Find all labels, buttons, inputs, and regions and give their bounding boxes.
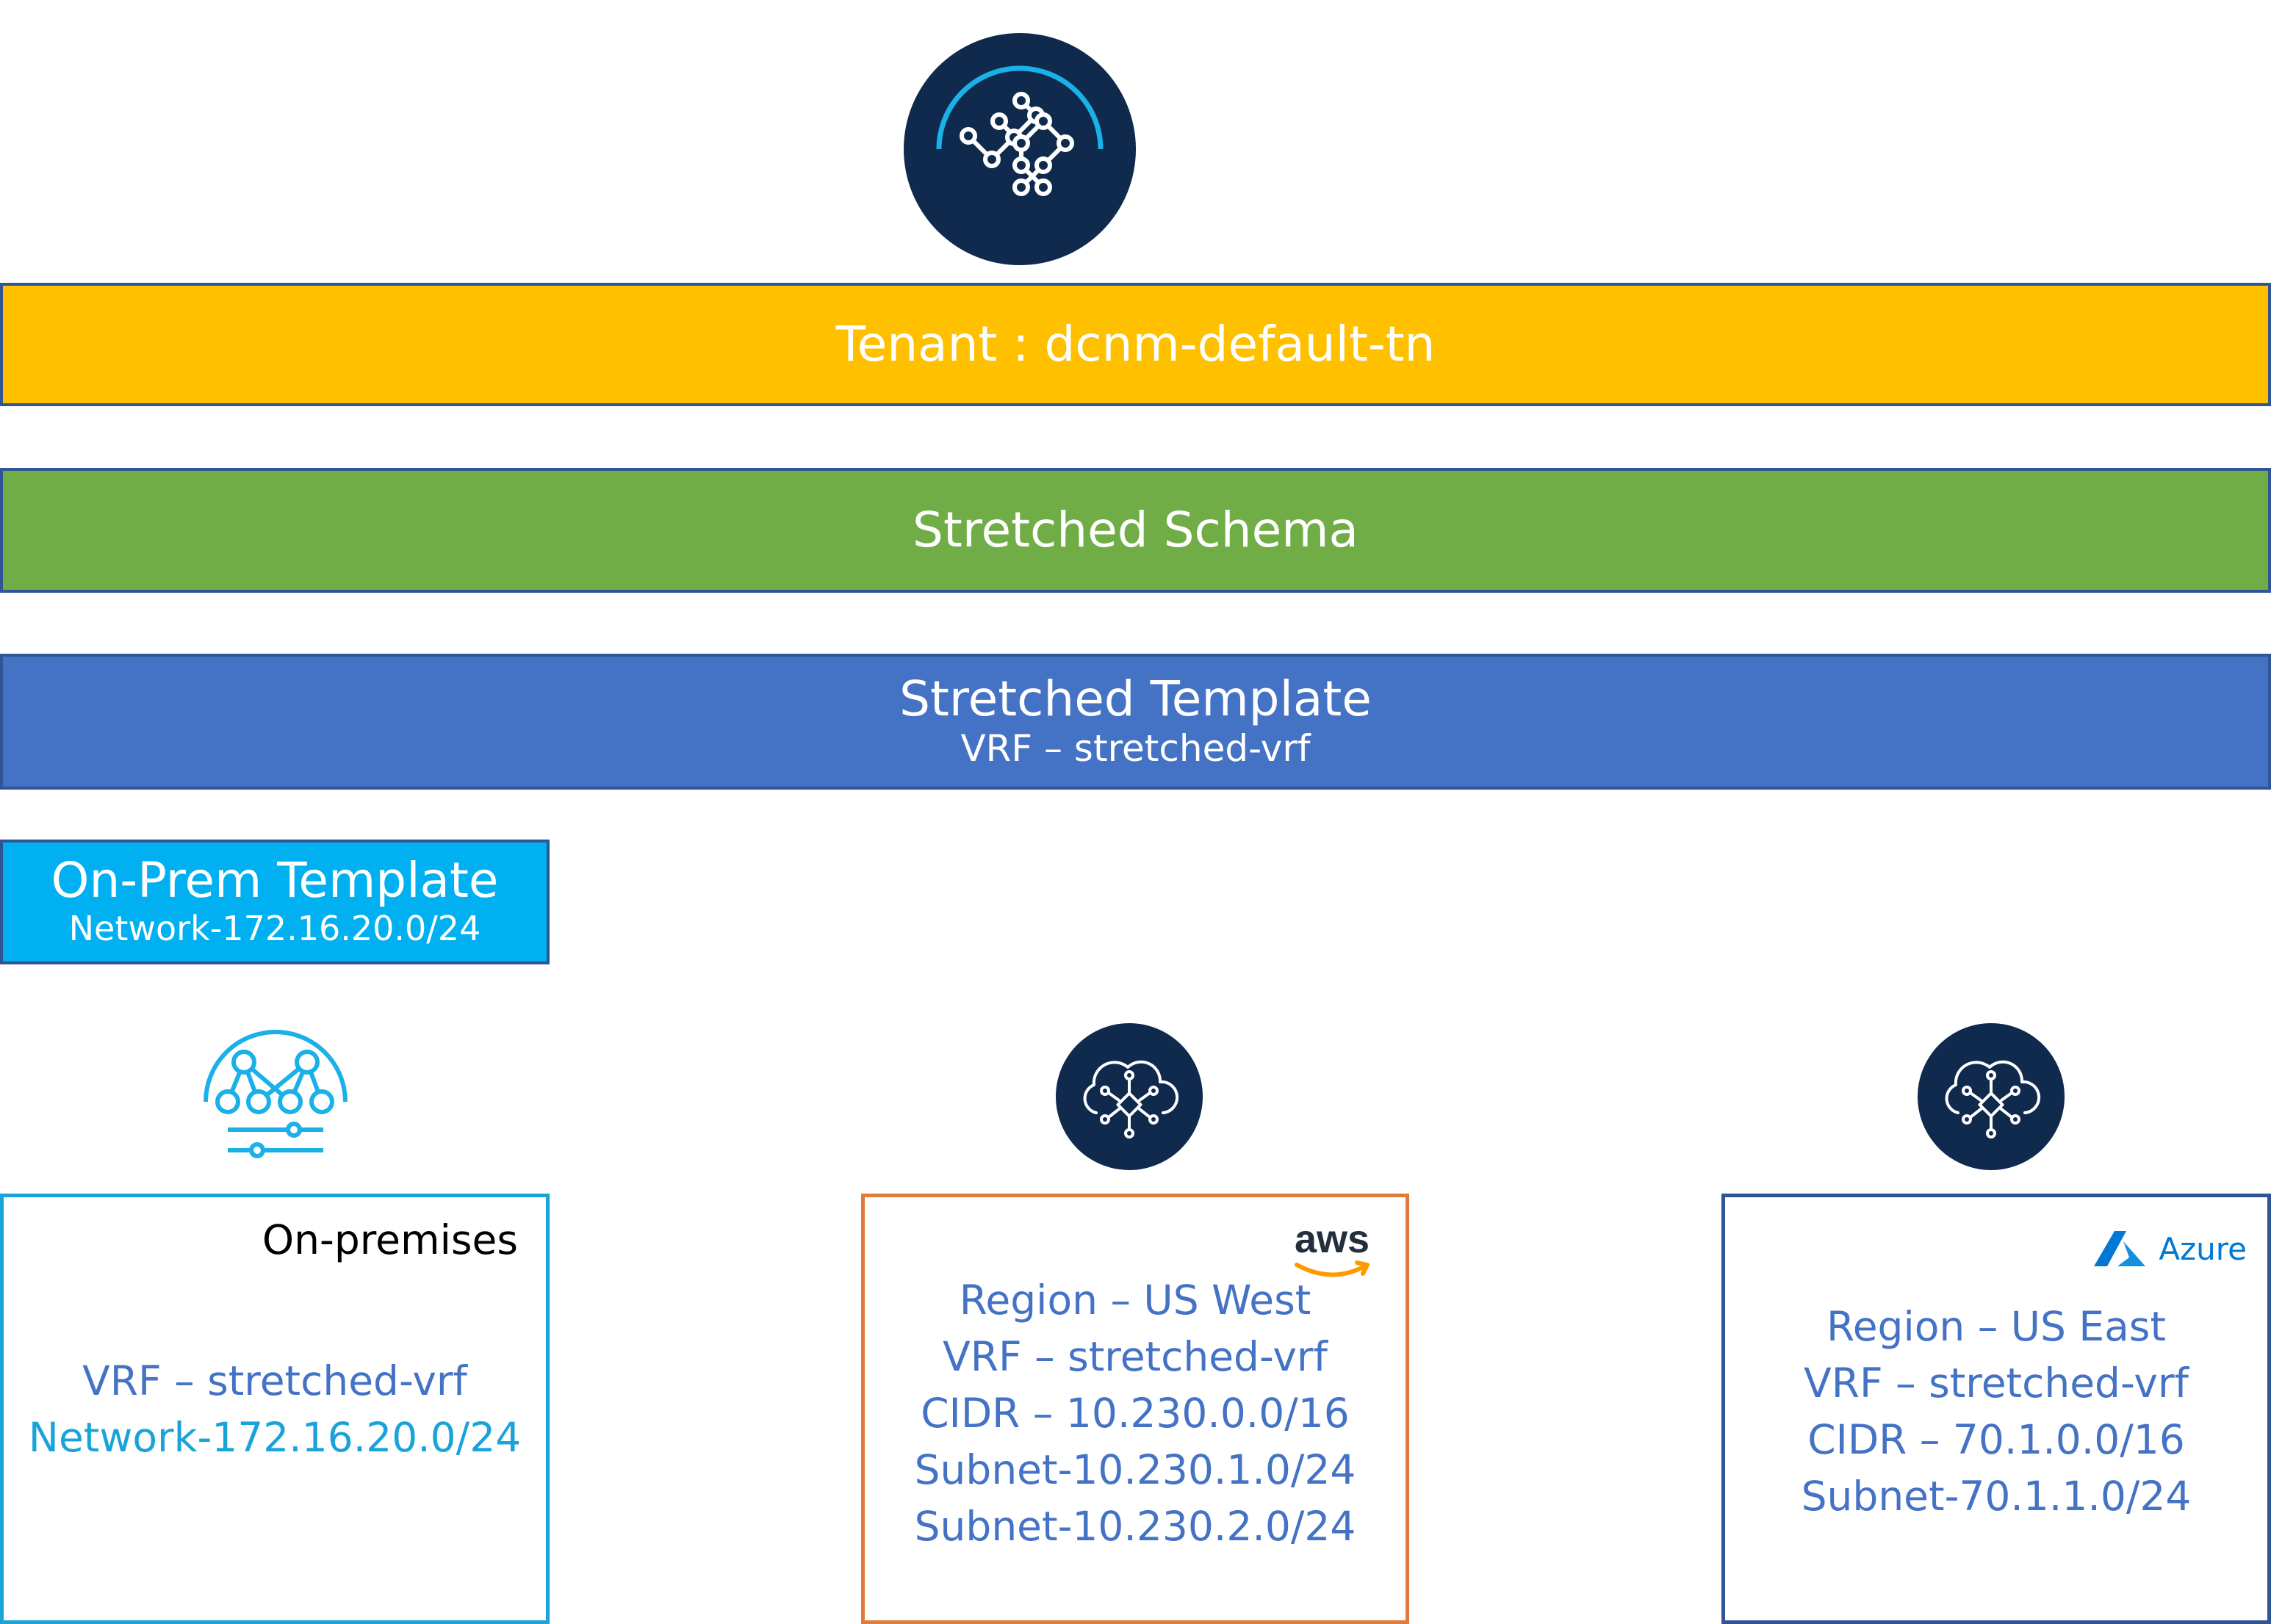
stretched-template-subtitle: VRF – stretched-vrf bbox=[960, 726, 1311, 770]
onprem-network: Network-172.16.20.0/24 bbox=[28, 1414, 522, 1461]
aws-line: Region – US West bbox=[959, 1277, 1311, 1324]
azure-details: Region – US East VRF – stretched-vrf CID… bbox=[1725, 1299, 2267, 1525]
aws-site-box: aws Region – US West VRF – stretched-vrf… bbox=[861, 1194, 1409, 1624]
aws-logo: aws bbox=[1291, 1219, 1373, 1285]
onprem-vrf: VRF – stretched-vrf bbox=[82, 1357, 467, 1404]
azure-line: VRF – stretched-vrf bbox=[1804, 1360, 2189, 1407]
onprem-site-box: On-premises VRF – stretched-vrf Network-… bbox=[0, 1194, 550, 1624]
onprem-heading: On-premises bbox=[262, 1216, 518, 1263]
schema-bar: Stretched Schema bbox=[0, 468, 2271, 593]
onprem-fabric-icon bbox=[204, 1030, 348, 1158]
tenant-bar: Tenant : dcnm-default-tn bbox=[0, 283, 2271, 406]
cloud-network-icon bbox=[1056, 1023, 1203, 1170]
stretched-template-bar: Stretched Template VRF – stretched-vrf bbox=[0, 654, 2271, 790]
aws-details: Region – US West VRF – stretched-vrf CID… bbox=[865, 1272, 1406, 1555]
onprem-details: VRF – stretched-vrf Network-172.16.20.0/… bbox=[4, 1353, 546, 1466]
aws-line: VRF – stretched-vrf bbox=[943, 1333, 1328, 1380]
azure-logo-icon bbox=[2094, 1231, 2146, 1266]
stretched-template-title: Stretched Template bbox=[899, 671, 1372, 728]
cloud-network-icon bbox=[1918, 1023, 2065, 1170]
onprem-template-title: On-Prem Template bbox=[51, 851, 499, 909]
aws-line: Subnet-10.230.2.0/24 bbox=[914, 1503, 1356, 1550]
azure-logo-text: Azure bbox=[2159, 1230, 2247, 1267]
tenant-label: Tenant : dcnm-default-tn bbox=[835, 315, 1436, 372]
aws-logo-text: aws bbox=[1294, 1217, 1370, 1261]
aws-smile-icon bbox=[1295, 1260, 1370, 1277]
schema-label: Stretched Schema bbox=[913, 501, 1358, 558]
azure-site-box: Azure Region – US East VRF – stretched-v… bbox=[1721, 1194, 2271, 1624]
orchestrator-network-icon bbox=[904, 33, 1136, 265]
azure-line: Subnet-70.1.1.0/24 bbox=[1801, 1473, 2192, 1520]
azure-line: CIDR – 70.1.0.0/16 bbox=[1807, 1416, 2185, 1463]
aws-line: CIDR – 10.230.0.0/16 bbox=[921, 1390, 1350, 1437]
azure-line: Region – US East bbox=[1826, 1303, 2167, 1350]
aws-line: Subnet-10.230.1.0/24 bbox=[914, 1446, 1356, 1493]
onprem-template-subtitle: Network-172.16.20.0/24 bbox=[68, 908, 481, 948]
onprem-template-box: On-Prem Template Network-172.16.20.0/24 bbox=[0, 840, 550, 964]
azure-logo: Azure bbox=[2092, 1230, 2247, 1268]
